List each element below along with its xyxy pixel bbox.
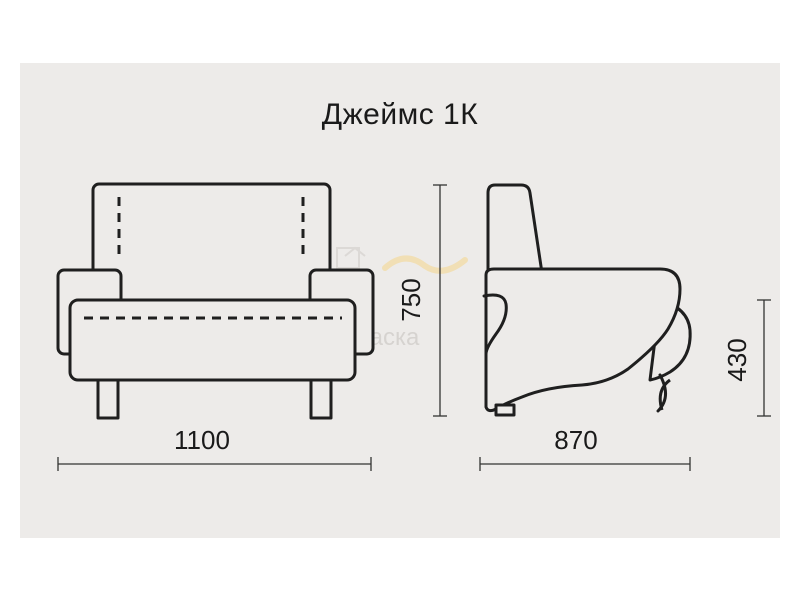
- side-leg: [494, 403, 516, 417]
- dim-height-label: 750: [396, 278, 426, 321]
- side-seat-cushion-line: [482, 293, 508, 356]
- side-backrest: [486, 183, 544, 275]
- dim-seat-height-label: 430: [722, 338, 752, 381]
- side-runner: [656, 373, 667, 413]
- dimension-width: 1100: [57, 425, 372, 471]
- side-body: [484, 267, 682, 413]
- front-view: [56, 182, 375, 420]
- front-backrest: [91, 182, 332, 306]
- dim-depth-label: 870: [554, 425, 597, 455]
- dimension-height: 750: [396, 184, 447, 417]
- product-title: Джеймс 1К: [321, 98, 479, 131]
- dimension-seat-height: 430: [722, 299, 771, 417]
- front-seat-cushion: [68, 298, 357, 382]
- side-view: [482, 183, 692, 417]
- dimension-depth: 870: [479, 425, 691, 471]
- front-leg-right: [309, 378, 333, 420]
- dim-width-label: 1100: [174, 425, 230, 455]
- front-leg-left: [96, 378, 120, 420]
